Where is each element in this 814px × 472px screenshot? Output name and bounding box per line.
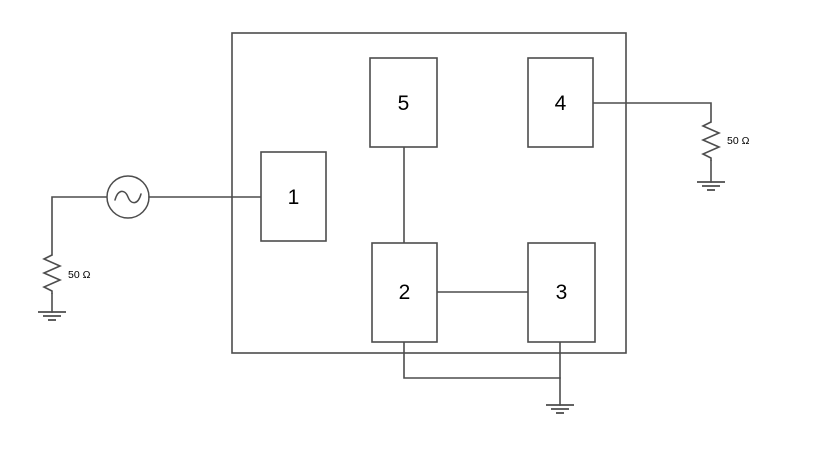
block-1-label: 1 bbox=[288, 186, 300, 209]
resistor-right-label: 50 Ω bbox=[727, 135, 750, 147]
resistor-left-label: 50 Ω bbox=[68, 269, 91, 281]
block-3-label: 3 bbox=[556, 281, 568, 304]
outer-boundary-box bbox=[231, 32, 627, 354]
ground-left-icon bbox=[38, 311, 66, 321]
resistor-right-symbol bbox=[701, 121, 721, 161]
block-4-label: 4 bbox=[555, 92, 567, 115]
ac-source-icon bbox=[106, 175, 150, 219]
block-5[interactable]: 5 bbox=[369, 57, 438, 148]
block-4[interactable]: 4 bbox=[527, 57, 594, 148]
ground-bottom-icon bbox=[546, 404, 574, 414]
block-2-label: 2 bbox=[399, 281, 411, 304]
block-3[interactable]: 3 bbox=[527, 242, 596, 343]
block-1[interactable]: 1 bbox=[260, 151, 327, 242]
resistor-left-symbol bbox=[42, 254, 62, 294]
wire-source-to-resistor-left bbox=[51, 196, 108, 256]
wire-block4-to-resistor-right bbox=[592, 102, 712, 123]
block-5-label: 5 bbox=[398, 92, 410, 115]
ground-right-icon bbox=[697, 181, 725, 191]
block-2[interactable]: 2 bbox=[371, 242, 438, 343]
wire-block2-to-ground-bus bbox=[403, 341, 561, 379]
